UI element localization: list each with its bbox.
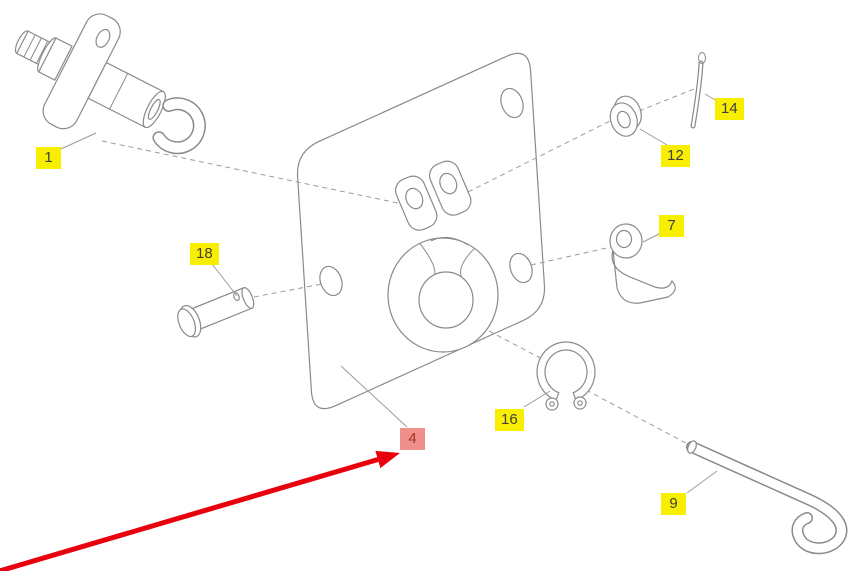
part-mounting-plate [296,52,546,410]
part-cotter-pin [690,52,706,129]
part-label-16[interactable]: 16 [495,409,524,431]
part-washer [609,95,642,137]
part-label-9[interactable]: 9 [661,493,686,515]
part-label-12[interactable]: 12 [661,145,690,167]
part-latch-assembly [14,13,206,155]
latch-flange-hole [95,28,111,48]
bracket-hole [615,229,633,249]
plate-lugs [394,160,472,231]
lug-hole-right [439,172,458,195]
plate-hole-left [319,265,343,297]
part-clevis-pin [177,287,255,338]
assembly-reference-lines [101,88,717,460]
rod-end-face [687,440,697,454]
label-leader-lines [60,93,718,494]
part-label-7[interactable]: 7 [659,215,684,237]
part-label-14[interactable]: 14 [715,98,744,120]
part-label-18[interactable]: 18 [190,243,219,265]
part-label-4[interactable]: 4 [400,428,425,450]
clamp-bore [418,271,474,329]
cotter-pin-eye [698,52,706,64]
part-label-1[interactable]: 1 [36,147,61,169]
pointer-arrow [0,450,400,571]
lug-hole-left [405,187,424,210]
part-hook-rod [686,440,848,555]
part-snap-ring [536,341,596,411]
bracket-foot [611,249,676,304]
part-bracket [609,223,676,304]
plate-hole-top-right [500,87,524,119]
washer-hole [616,110,631,129]
plate-clamp-boss [387,236,499,353]
plate-hole-right [509,252,533,284]
